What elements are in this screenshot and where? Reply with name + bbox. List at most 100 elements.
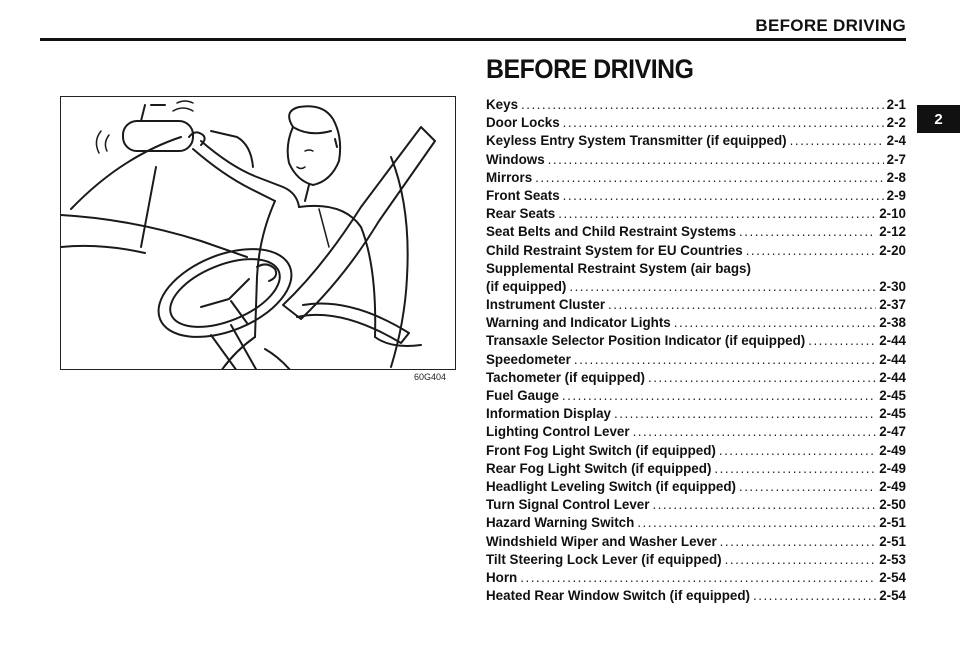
toc-entry-title: Door Locks bbox=[486, 115, 560, 131]
toc-leader-dots bbox=[569, 278, 876, 296]
toc-entry[interactable]: Headlight Leveling Switch (if equipped)2… bbox=[486, 478, 906, 496]
toc-entry-page: 2-50 bbox=[879, 497, 906, 513]
toc-entry-title: Windows bbox=[486, 151, 545, 167]
toc-entry[interactable]: Mirrors 2-8 bbox=[486, 169, 906, 187]
toc-entry-title: Horn bbox=[486, 569, 518, 585]
toc-leader-dots bbox=[719, 442, 876, 460]
toc-entry-title: Rear Fog Light Switch (if equipped) bbox=[486, 460, 712, 476]
toc-entry[interactable]: Front Fog Light Switch (if equipped) 2-49 bbox=[486, 442, 906, 460]
toc-entry-title: Speedometer bbox=[486, 351, 571, 367]
toc-entry[interactable]: Lighting Control Lever2-47 bbox=[486, 423, 906, 441]
toc-entry-page: 2-7 bbox=[886, 151, 906, 167]
toc-entry[interactable]: Warning and Indicator Lights 2-38 bbox=[486, 314, 906, 332]
toc-leader-dots bbox=[746, 242, 876, 260]
toc-entry-title: Turn Signal Control Lever bbox=[486, 497, 650, 513]
toc-entry-title: Seat Belts and Child Restraint Systems bbox=[486, 224, 737, 240]
toc-entry-page: 2-44 bbox=[879, 369, 906, 385]
toc-entry-title: (if equipped) bbox=[486, 278, 567, 294]
toc-entry-page: 2-38 bbox=[879, 315, 906, 331]
toc-entry[interactable]: Horn 2-54 bbox=[486, 569, 906, 587]
toc-entry[interactable]: Rear Seats 2-10 bbox=[486, 205, 906, 223]
toc-entry-title: Heated Rear Window Switch (if equipped) bbox=[486, 588, 750, 604]
toc-leader-dots bbox=[633, 423, 877, 441]
toc-entry-page: 2-51 bbox=[879, 533, 906, 549]
toc-entry-title: Supplemental Restraint System (air bags) bbox=[486, 260, 751, 276]
toc-entry-title: Keys bbox=[486, 97, 519, 112]
toc-entry-title: Rear Seats bbox=[486, 206, 556, 222]
toc-entry[interactable]: Transaxle Selector Position Indicator (i… bbox=[486, 332, 906, 350]
toc-entry-title: Fuel Gauge bbox=[486, 388, 559, 403]
toc-entry-title: Front Fog Light Switch (if equipped) bbox=[486, 442, 716, 458]
toc-leader-dots bbox=[548, 151, 884, 169]
toc-entry[interactable]: Information Display2-45 bbox=[486, 405, 906, 423]
toc-entry-page: 2-20 bbox=[879, 242, 906, 258]
toc-entry[interactable]: Turn Signal Control Lever 2-50 bbox=[486, 496, 906, 514]
toc-leader-dots bbox=[753, 587, 876, 605]
toc-entry[interactable]: Tilt Steering Lock Lever (if equipped) 2-… bbox=[486, 551, 906, 569]
toc-leader-dots bbox=[714, 460, 876, 478]
toc-entry[interactable]: Instrument Cluster 2-37 bbox=[486, 296, 906, 314]
toc-entry[interactable]: Fuel Gauge 2-45 bbox=[486, 387, 906, 405]
toc-entry-page: 2-54 bbox=[879, 588, 906, 604]
figure-code: 60G404 bbox=[414, 372, 447, 382]
toc-leader-dots bbox=[521, 96, 884, 114]
toc-entry[interactable]: Child Restraint System for EU Countries 2… bbox=[486, 242, 906, 260]
toc-entry[interactable]: Hazard Warning Switch 2-51 bbox=[486, 514, 906, 532]
toc-entry-title: Warning and Indicator Lights bbox=[486, 315, 671, 331]
toc-entry-page: 2-45 bbox=[879, 388, 906, 403]
running-head: BEFORE DRIVING bbox=[755, 16, 906, 35]
toc-leader-dots bbox=[790, 132, 884, 150]
toc-entry-page: 2-45 bbox=[879, 406, 906, 422]
toc-entry-page: 2-44 bbox=[879, 333, 906, 349]
toc-entry-page: 2-53 bbox=[879, 551, 906, 567]
toc-entry-page: 2-44 bbox=[879, 351, 906, 367]
toc-entry-page: 2-54 bbox=[879, 569, 906, 585]
toc-leader-dots bbox=[608, 296, 876, 314]
toc-entry-title: Child Restraint System for EU Countries bbox=[486, 242, 743, 258]
toc-leader-dots bbox=[648, 369, 876, 387]
toc-entry[interactable]: Door Locks 2-2 bbox=[486, 114, 906, 132]
toc-leader-dots bbox=[674, 314, 876, 332]
toc-entry-title: Headlight Leveling Switch (if equipped) bbox=[486, 478, 736, 494]
toc-entry[interactable]: Supplemental Restraint System (air bags) bbox=[486, 260, 906, 278]
toc-entry-page: 2-4 bbox=[886, 133, 906, 149]
header-rule bbox=[40, 38, 906, 41]
toc-entry[interactable]: Windshield Wiper and Washer Lever 2-51 bbox=[486, 533, 906, 551]
toc-entry-title: Windshield Wiper and Washer Lever bbox=[486, 533, 717, 549]
toc-leader-dots bbox=[558, 205, 876, 223]
toc-entry-title: Hazard Warning Switch bbox=[486, 515, 635, 531]
toc-leader-dots bbox=[637, 514, 876, 532]
toc-entry[interactable]: Heated Rear Window Switch (if equipped) 2… bbox=[486, 587, 906, 605]
toc-entry-page: 2-10 bbox=[879, 206, 906, 222]
toc-entry-page: 2-37 bbox=[879, 297, 906, 313]
toc-leader-dots bbox=[725, 551, 877, 569]
toc-entry-title: Tachometer (if equipped) bbox=[486, 369, 645, 385]
toc-entry-page: 2-30 bbox=[879, 278, 906, 294]
toc-leader-dots bbox=[652, 496, 876, 514]
toc-entry[interactable]: Front Seats2-9 bbox=[486, 187, 906, 205]
toc-entry-page: 2-51 bbox=[879, 515, 906, 531]
toc-entry[interactable]: Seat Belts and Child Restraint Systems2-… bbox=[486, 223, 906, 241]
toc-entry-title: Lighting Control Lever bbox=[486, 424, 630, 440]
toc-entry[interactable]: Speedometer 2-44 bbox=[486, 351, 906, 369]
toc-entry[interactable]: Keys2-1 bbox=[486, 96, 906, 114]
toc-entry-page: 2-49 bbox=[879, 442, 906, 458]
toc-entry[interactable]: Keyless Entry System Transmitter (if equ… bbox=[486, 132, 906, 150]
toc-entry[interactable]: Tachometer (if equipped) 2-44 bbox=[486, 369, 906, 387]
toc-leader-dots bbox=[574, 351, 876, 369]
toc-leader-dots bbox=[720, 533, 877, 551]
toc-entry[interactable]: Windows 2-7 bbox=[486, 151, 906, 169]
chapter-tab: 2 bbox=[917, 105, 960, 133]
toc-entry[interactable]: Rear Fog Light Switch (if equipped)2-49 bbox=[486, 460, 906, 478]
toc-entry-title: Tilt Steering Lock Lever (if equipped) bbox=[486, 551, 722, 567]
toc-entry-title: Keyless Entry System Transmitter (if equ… bbox=[486, 133, 787, 149]
toc-leader-dots bbox=[563, 187, 884, 205]
toc-entry-page: 2-8 bbox=[886, 169, 906, 185]
toc-entry-title: Instrument Cluster bbox=[486, 297, 606, 313]
toc-entry-title: Mirrors bbox=[486, 169, 533, 185]
toc-entry-title: Front Seats bbox=[486, 187, 560, 203]
toc-leader-dots bbox=[739, 223, 876, 241]
toc-entry[interactable]: (if equipped) 2-30 bbox=[486, 278, 906, 296]
toc-entry-page: 2-2 bbox=[886, 115, 906, 131]
